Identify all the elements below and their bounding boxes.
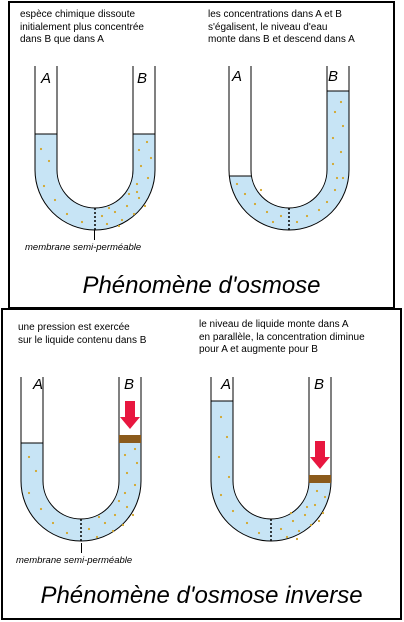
reverse-osmosis-caption-pressure: une pression est exercée sur le liquide … (18, 322, 147, 346)
osmosis-panel: espèce chimique dissoute initialement pl… (8, 1, 395, 309)
reverse-osmosis-caption-result: le niveau de liquide monte dans A en par… (199, 319, 365, 355)
osmosis-title: Phénomène d'osmose (82, 272, 321, 299)
solute-particles (39, 140, 153, 228)
tube-label-b: B (314, 376, 325, 393)
pressure-arrow-icon (120, 401, 140, 429)
reverse-osmosis-panel: une pression est exercée sur le liquide … (1, 308, 402, 620)
liquid-fill (35, 134, 155, 230)
osmosis-caption-initial: espèce chimique dissoute initialement pl… (20, 9, 144, 45)
u-tube-osmosis-initial (34, 66, 156, 231)
solute-particles (27, 447, 139, 539)
solute-particles (235, 100, 345, 224)
piston (309, 475, 331, 483)
u-tube-reverse-result (210, 377, 332, 542)
membrane-pointer (94, 230, 95, 240)
liquid-fill (229, 91, 349, 230)
liquid-fill (21, 443, 141, 541)
tube-label-a: A (221, 376, 232, 393)
tube-label-b: B (137, 70, 148, 87)
tube-label-a: A (232, 68, 243, 85)
u-tube-reverse-pressure (20, 377, 142, 542)
piston (119, 435, 141, 443)
u-tube-osmosis-final (228, 66, 350, 231)
tube-label-a: A (41, 70, 52, 87)
liquid-fill (211, 401, 331, 541)
tube-label-b: B (328, 68, 339, 85)
reverse-osmosis-title: Phénomène d'osmose inverse (40, 582, 363, 609)
osmosis-caption-final: les concentrations dans A et B s'égalise… (208, 9, 355, 45)
solute-particles (217, 415, 327, 541)
tube-label-a: A (33, 376, 44, 393)
tube-label-b: B (124, 376, 135, 393)
membrane-pointer (81, 543, 82, 553)
membrane-label: membrane semi-perméable (16, 555, 133, 566)
pressure-arrow-icon (310, 441, 330, 469)
membrane-label: membrane semi-perméable (25, 242, 142, 253)
